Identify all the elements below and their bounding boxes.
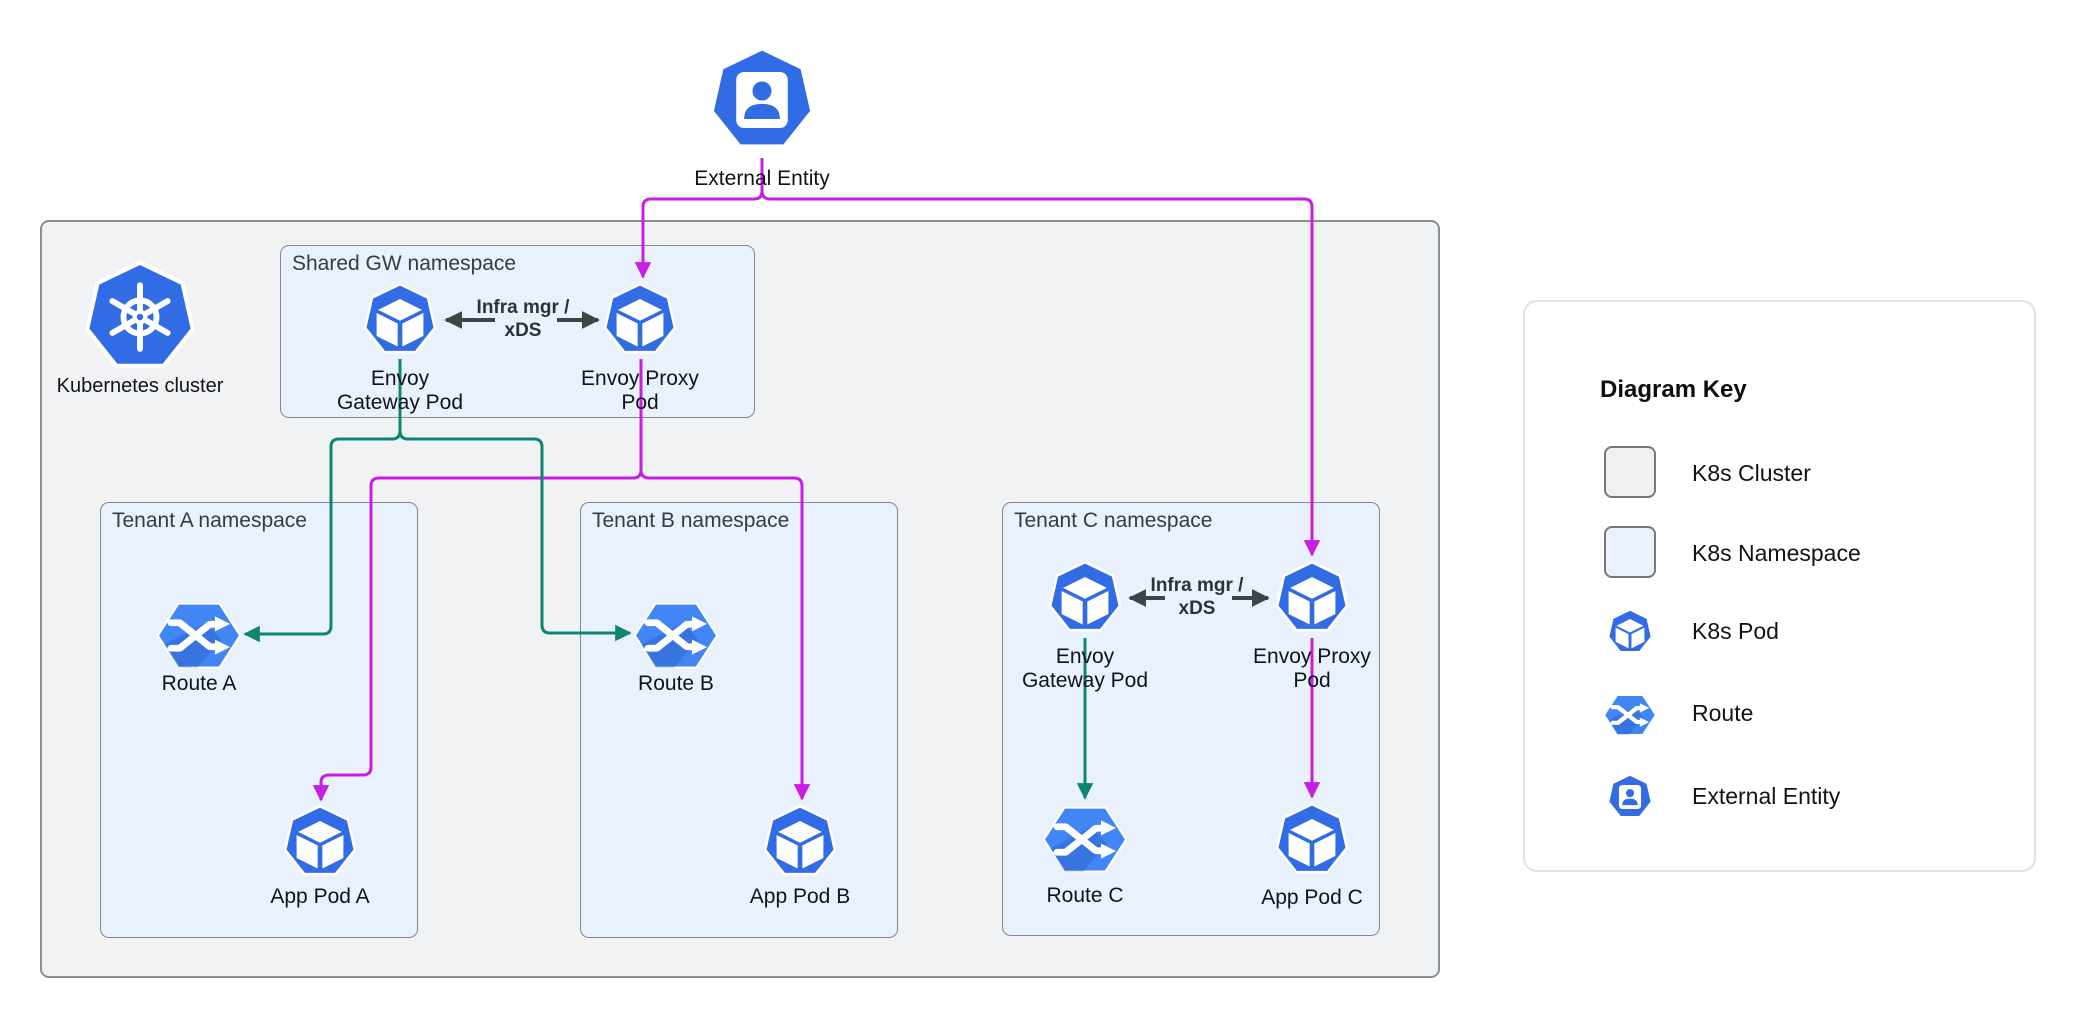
external-entity-label: External Entity bbox=[694, 167, 830, 190]
tenant-c-xds-edge-label: Infra mgr / xDS bbox=[1087, 574, 1307, 620]
label-line: xDS bbox=[1178, 598, 1216, 619]
app-pod-b-icon bbox=[761, 803, 839, 881]
shared-gw-namespace-title: Shared GW namespace bbox=[292, 252, 517, 275]
route-b-label: Route B bbox=[638, 672, 714, 695]
legend-route-label: Route bbox=[1692, 700, 1754, 726]
app-pod-a-icon bbox=[281, 803, 359, 881]
legend-k8s-namespace-label: K8s Namespace bbox=[1692, 540, 1861, 566]
app-pod-c-label: App Pod C bbox=[1261, 886, 1363, 909]
shared-xds-edge-label: Infra mgr / xDS bbox=[413, 296, 633, 342]
route-b-icon bbox=[634, 598, 718, 673]
route-c-label: Route C bbox=[1046, 884, 1124, 907]
label-line: Envoy bbox=[370, 367, 430, 390]
label-line: xDS bbox=[504, 320, 542, 341]
shared-envoy-proxy-pod-label: Envoy Proxy Pod bbox=[530, 367, 750, 415]
label-line: Infra mgr / bbox=[1150, 575, 1244, 596]
legend-route-icon bbox=[1604, 692, 1656, 738]
legend-k8s-pod-label: K8s Pod bbox=[1692, 618, 1779, 644]
route-c-icon bbox=[1043, 802, 1127, 877]
tenant-a-namespace-box bbox=[100, 502, 418, 938]
label-line: Gateway Pod bbox=[336, 391, 464, 414]
label-line: Gateway Pod bbox=[1021, 669, 1149, 692]
app-pod-c-icon bbox=[1273, 801, 1351, 879]
app-pod-b-label: App Pod B bbox=[749, 885, 851, 908]
tenant-c-envoy-proxy-pod-label: Envoy Proxy Pod bbox=[1202, 645, 1422, 693]
legend-external-entity-label: External Entity bbox=[1692, 783, 1841, 809]
label-line: Envoy Proxy bbox=[1253, 645, 1371, 668]
external-entity-icon bbox=[706, 44, 818, 156]
diagram-key-title: Diagram Key bbox=[1600, 376, 1747, 403]
tenant-c-namespace-title: Tenant C namespace bbox=[1014, 509, 1213, 532]
legend-k8s-namespace-swatch bbox=[1604, 526, 1656, 578]
diagram-key-panel bbox=[1523, 300, 2036, 872]
label-line: Envoy Proxy bbox=[581, 367, 699, 390]
route-a-label: Route A bbox=[161, 672, 237, 695]
tenant-c-envoy-gateway-pod-label: Envoy Gateway Pod bbox=[975, 645, 1195, 693]
label-line: Envoy bbox=[1055, 645, 1115, 668]
route-a-icon bbox=[157, 598, 241, 673]
tenant-b-namespace-box bbox=[580, 502, 898, 938]
label-line: Infra mgr / bbox=[476, 297, 570, 318]
label-line: Pod bbox=[1293, 669, 1331, 692]
kubernetes-cluster-label: Kubernetes cluster bbox=[56, 375, 224, 397]
legend-pod-icon bbox=[1606, 608, 1654, 656]
tenant-a-namespace-title: Tenant A namespace bbox=[112, 509, 307, 532]
app-pod-a-label: App Pod A bbox=[270, 885, 370, 908]
label-line: Pod bbox=[621, 391, 659, 414]
kubernetes-logo-icon bbox=[81, 258, 199, 376]
shared-envoy-gateway-pod-label: Envoy Gateway Pod bbox=[290, 367, 510, 415]
legend-k8s-cluster-swatch bbox=[1604, 446, 1656, 498]
legend-k8s-cluster-label: K8s Cluster bbox=[1692, 460, 1811, 486]
legend-external-entity-icon bbox=[1606, 773, 1654, 821]
tenant-b-namespace-title: Tenant B namespace bbox=[592, 509, 790, 532]
